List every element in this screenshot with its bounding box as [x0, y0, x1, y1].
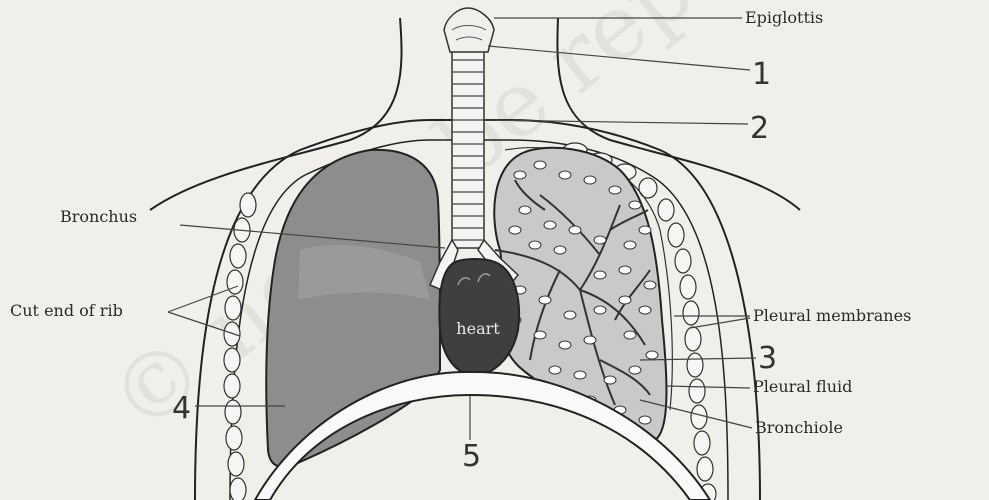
number-1: 1 — [752, 57, 771, 92]
trachea — [452, 48, 484, 248]
label-pleural-fluid: Pleural fluid — [753, 377, 852, 396]
label-epiglottis: Epiglottis — [745, 8, 823, 27]
heart — [439, 259, 519, 375]
heart-label: heart — [456, 319, 500, 338]
label-bronchus: Bronchus — [60, 207, 137, 226]
number-2: 2 — [750, 111, 769, 146]
leader-pleural-2 — [690, 318, 750, 328]
number-5: 5 — [462, 439, 481, 474]
number-3: 3 — [758, 341, 777, 376]
number-4: 4 — [172, 391, 191, 426]
epiglottis-shape — [444, 8, 494, 52]
label-cut-end-of-rib: Cut end of rib — [10, 301, 123, 320]
leader-pleural-fluid — [665, 386, 750, 388]
label-bronchiole: Bronchiole — [755, 418, 843, 437]
label-pleural-membranes: Pleural membranes — [753, 306, 911, 325]
